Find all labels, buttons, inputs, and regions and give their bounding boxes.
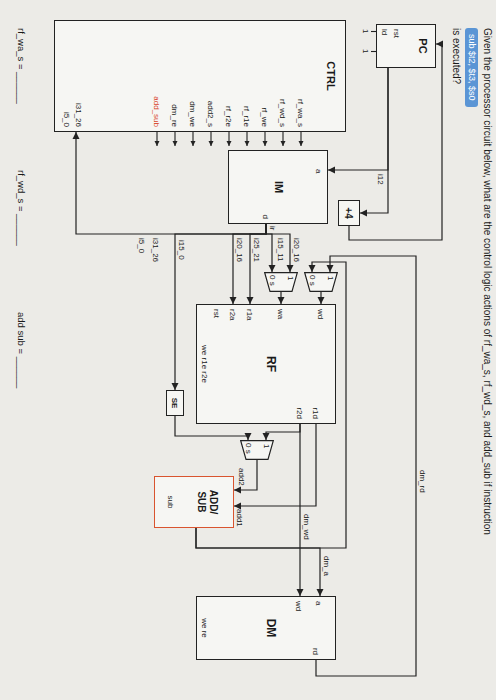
node-text: 1 (326, 276, 335, 280)
node-text: a (314, 601, 323, 605)
wire-connector (266, 224, 272, 272)
wire-connector (266, 224, 290, 272)
node-text: we r1e r2e (200, 305, 209, 423)
wire-connector (280, 292, 281, 304)
signal-label: i25_21 (252, 238, 261, 262)
question-text: is executed? (451, 28, 463, 84)
node-text: r2a (228, 309, 237, 321)
signal-label: 1 (361, 29, 370, 33)
signal-label: i31_26 (151, 238, 160, 262)
node-text: i31_26 (74, 103, 83, 127)
mux-shape (305, 273, 338, 292)
wire-connector (196, 262, 346, 548)
node-text: rst (392, 29, 401, 38)
node-text: +4 (343, 201, 355, 225)
signal-label: 1 (361, 49, 370, 53)
node-text: rd (311, 648, 320, 655)
instruction-pill: sub $t2, $t3, $s0 (465, 28, 478, 107)
signal-label: dm_rd (418, 470, 427, 493)
node-text: SE (170, 391, 179, 415)
signal-label: ir (268, 226, 277, 230)
node-text: rst (212, 309, 221, 318)
mux-shape (241, 441, 274, 460)
node-text: sub (166, 477, 175, 527)
node-text: wd (316, 309, 325, 319)
node-text: rf_r1e (242, 106, 251, 127)
node-text: r1d (311, 407, 320, 419)
node-text: dm_we (188, 101, 197, 127)
instruction-text: sub $t2, $t3, $s0 (467, 34, 477, 101)
wire-connector (360, 68, 388, 213)
alu-box: ADD/ SUB sub (154, 476, 234, 528)
node-text: rf_wd_s (278, 99, 287, 127)
signal-label: i15_0 (177, 240, 186, 260)
wire-connector (250, 224, 266, 304)
mux: 1 0 s (304, 272, 338, 292)
data-memory: DM a wd rd we re (196, 596, 336, 660)
signal-label: i5_0 (137, 238, 146, 253)
mux: 1 0 s (240, 440, 274, 460)
node-text: r1a (245, 309, 254, 321)
instruction-memory: IM a d (228, 150, 328, 224)
node-text: a (314, 169, 323, 173)
node-text: IM (272, 151, 285, 223)
signal-label: add2 (237, 468, 246, 486)
wire-label: dm_a (322, 556, 331, 576)
node-text: d (261, 215, 270, 219)
node-text: wa (276, 309, 285, 319)
answer-blank: rf_wd_s = ______ (15, 170, 26, 246)
node-text: RF (263, 305, 277, 423)
signal-label: add1 (235, 509, 244, 527)
node-text: 0 s (268, 275, 277, 286)
node-text: ADD/ SUB (196, 485, 219, 519)
node-text: r2d (295, 407, 304, 419)
node-text: 0 s (308, 275, 317, 286)
mux-shape (265, 273, 298, 292)
signal-label: i20_16 (292, 238, 301, 262)
node-text: wd (294, 601, 303, 611)
node-text: PC (416, 25, 429, 67)
node-text: CTRL (324, 21, 337, 131)
wire-connector (196, 528, 320, 596)
adder-box: +4 (338, 200, 360, 226)
node-text: rf_r2e (224, 106, 233, 127)
node-text: 0 s (244, 443, 253, 454)
node-text: add_sub (152, 96, 161, 127)
mux: 1 0 s (264, 272, 298, 292)
answer-blank: rf_wa_s = ______ (15, 28, 26, 104)
node-text: rf_wa_s (296, 99, 305, 127)
signal-label: dm_wd (302, 514, 311, 540)
question-title: Given the processor circuit below, what … (482, 28, 494, 688)
node-text: ld (380, 29, 389, 35)
node-text: DM (263, 597, 277, 659)
wire-connector (349, 44, 442, 240)
node-text: we re (200, 597, 209, 659)
wire-connector (233, 224, 266, 304)
answer-blank: add sub = ______ (15, 312, 26, 388)
wire-connector (234, 460, 257, 490)
register-file: RF wd wa r1a r2a rst r1d r2d we r1e r2e (196, 304, 336, 424)
wire-connector (299, 424, 300, 596)
node-text: i5_0 (62, 112, 71, 127)
node-text: rf_we (260, 107, 269, 127)
signal-label: i20_16 (235, 238, 244, 262)
signal-label: i15_11 (276, 238, 285, 261)
signal-label: i12 (376, 174, 385, 185)
node-text: add2_s (206, 101, 215, 127)
pc-register: PC rstld (376, 24, 436, 68)
node-text: 1 (262, 444, 271, 448)
node-text: 1 (286, 276, 295, 280)
wire-connector (266, 424, 300, 440)
node-text: dm_re (170, 104, 179, 127)
control-unit: CTRL i31_26i5_0 rf_wa_s rf_wd_s rf_we rf_r1e r… (54, 20, 346, 132)
wire-connector (320, 292, 321, 304)
sign-extend: SE (166, 390, 184, 416)
